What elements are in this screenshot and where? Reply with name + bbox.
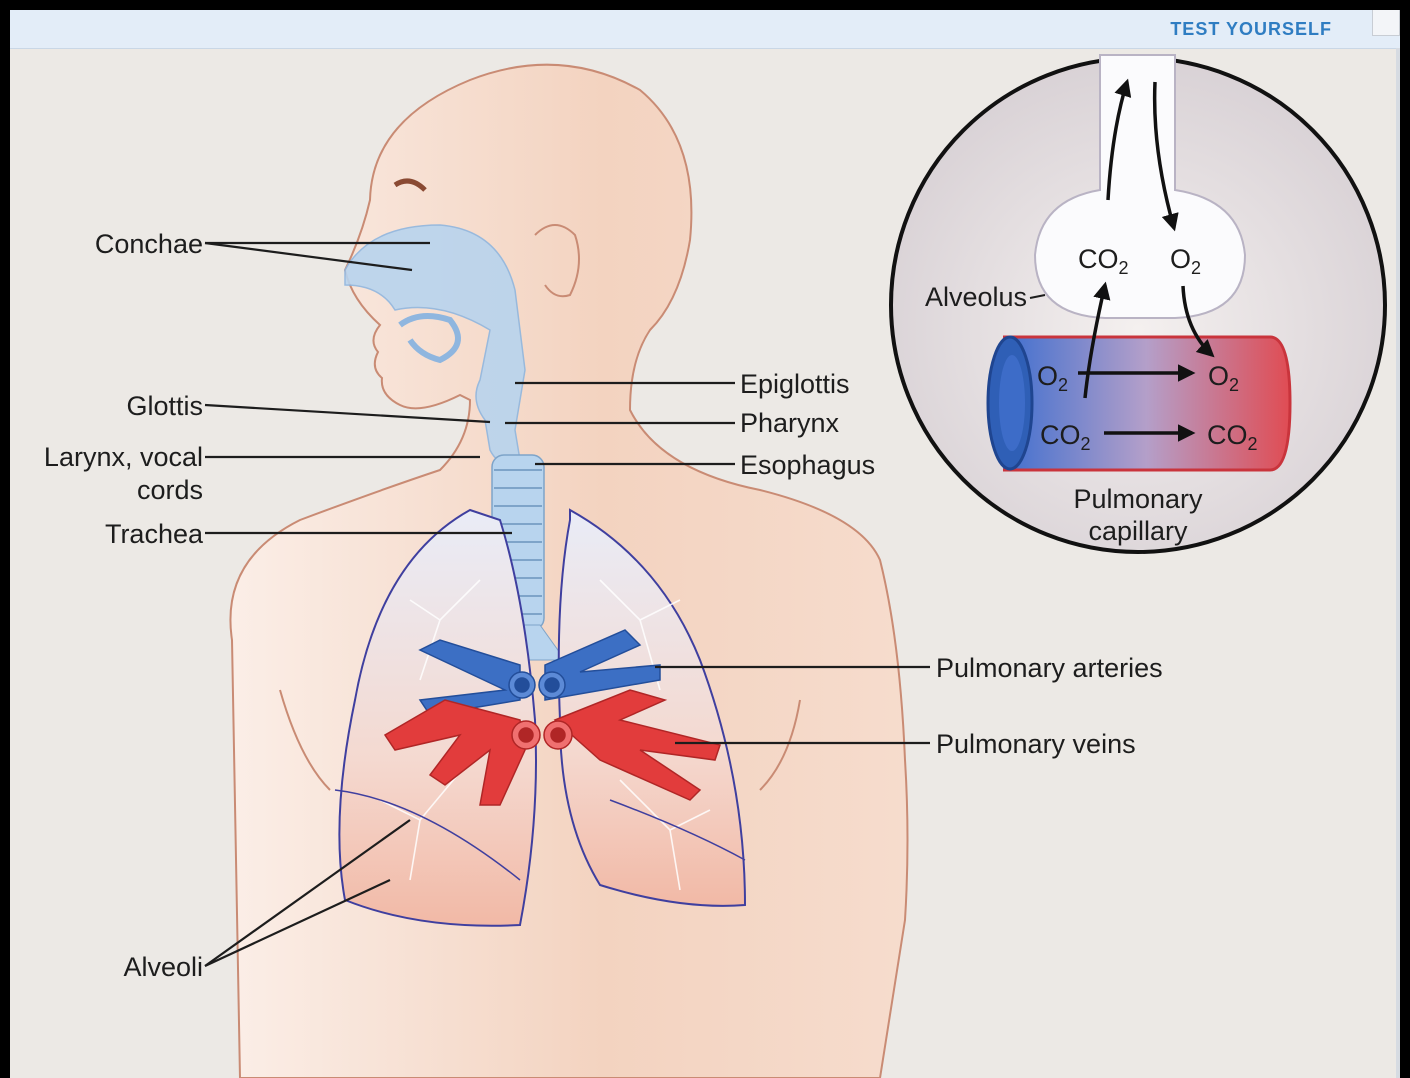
label-glottis: Glottis: [126, 391, 203, 421]
inset-o2-down-sub: 2: [1191, 258, 1201, 278]
inset-co2-left-base: CO: [1040, 420, 1081, 450]
label-trachea: Trachea: [105, 519, 204, 549]
label-esophagus: Esophagus: [740, 450, 875, 480]
inset-o2-left-base: O: [1037, 361, 1058, 391]
label-conchae: Conchae: [95, 229, 203, 259]
inset-label-capillary-line2: capillary: [1088, 516, 1188, 546]
label-pulmonary-veins: Pulmonary veins: [936, 729, 1136, 759]
inset-o2-left-sub: 2: [1058, 375, 1068, 395]
inset-co2-right-base: CO: [1207, 420, 1248, 450]
label-larynx-line1: Larynx, vocal: [44, 442, 203, 472]
inset-label-capillary-line1: Pulmonary: [1073, 484, 1203, 514]
label-pulmonary-arteries: Pulmonary arteries: [936, 653, 1163, 683]
inset-co2-left-sub: 2: [1081, 434, 1091, 454]
label-larynx-line2: cords: [137, 475, 203, 505]
inset-co2-up-base: CO: [1078, 244, 1119, 274]
inset-o2-down-base: O: [1170, 244, 1191, 274]
inset-o2-right-sub: 2: [1229, 375, 1239, 395]
label-alveoli: Alveoli: [123, 952, 203, 982]
label-pharynx: Pharynx: [740, 408, 840, 438]
inset-o2-right-base: O: [1208, 361, 1229, 391]
inset-co2-up-sub: 2: [1119, 258, 1129, 278]
inset-co2-right-sub: 2: [1248, 434, 1258, 454]
gas-exchange-inset: CO2 O2 O2 O2 CO2 CO2 Alveolus Pulmonary …: [891, 55, 1385, 552]
label-epiglottis: Epiglottis: [740, 369, 850, 399]
inset-label-alveolus: Alveolus: [925, 282, 1027, 312]
